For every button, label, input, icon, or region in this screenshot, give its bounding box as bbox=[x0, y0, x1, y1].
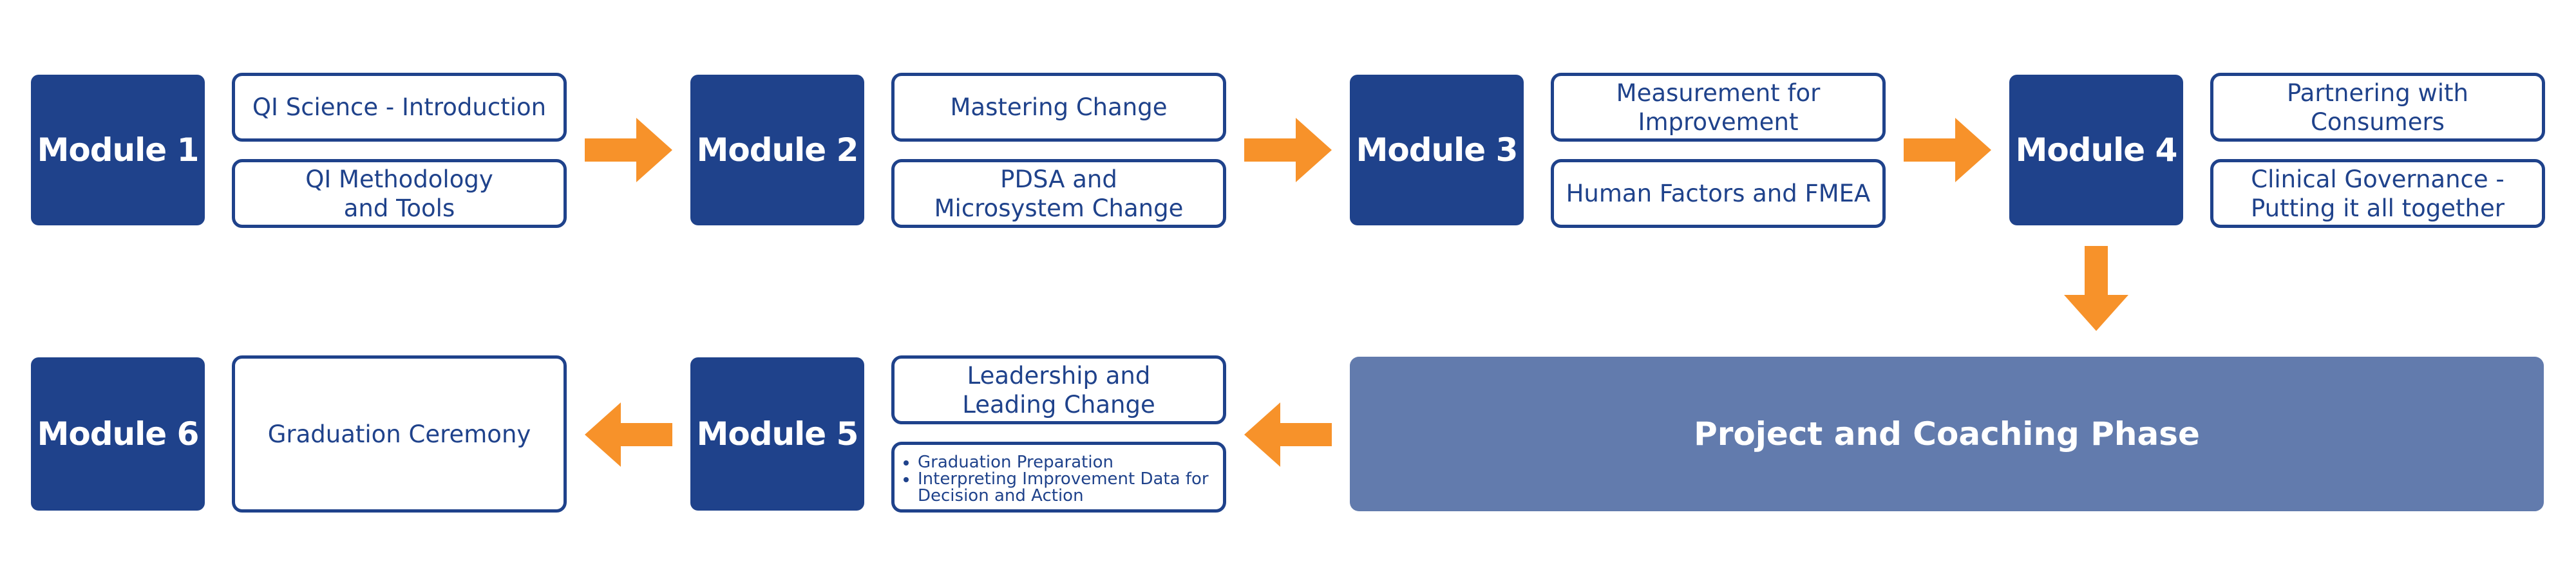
phase-label: Project and Coaching Phase bbox=[1694, 415, 2200, 453]
list-item: Interpreting Improvement Data for Decisi… bbox=[918, 471, 1211, 504]
module-5-topic-2: Graduation Preparation Interpreting Impr… bbox=[891, 442, 1226, 513]
arrow-left-icon bbox=[585, 402, 672, 467]
module-2-topic-2: PDSA and Microsystem Change bbox=[891, 159, 1226, 228]
module-3-topic-2: Human Factors and FMEA bbox=[1551, 159, 1886, 228]
module-5-label: Module 5 bbox=[696, 415, 859, 453]
arrow-left-icon bbox=[1244, 402, 1332, 467]
arrow-right-icon bbox=[585, 118, 672, 182]
module-2-topic-1: Mastering Change bbox=[891, 73, 1226, 142]
module-4-label: Module 4 bbox=[2015, 131, 2178, 169]
module-4-topic-1: Partnering with Consumers bbox=[2210, 73, 2545, 142]
module-3-label: Module 3 bbox=[1356, 131, 1519, 169]
module-1-label: Module 1 bbox=[37, 131, 200, 169]
module-6-topic-1: Graduation Ceremony bbox=[232, 355, 567, 513]
module-3-box: Module 3 bbox=[1350, 75, 1524, 225]
arrow-down-icon bbox=[2064, 246, 2128, 331]
arrow-right-icon bbox=[1904, 118, 1991, 182]
module-5-topic-1: Leadership and Leading Change bbox=[891, 355, 1226, 424]
module-4-topic-2: Clinical Governance - Putting it all tog… bbox=[2210, 159, 2545, 228]
module-1-topic-2: QI Methodology and Tools bbox=[232, 159, 567, 228]
module-2-label: Module 2 bbox=[696, 131, 859, 169]
module-6-label: Module 6 bbox=[37, 415, 200, 453]
module-4-box: Module 4 bbox=[2009, 75, 2183, 225]
module-2-box: Module 2 bbox=[690, 75, 864, 225]
project-coaching-phase: Project and Coaching Phase bbox=[1350, 357, 2544, 511]
list-item: Graduation Preparation bbox=[918, 454, 1211, 471]
module-3-topic-1: Measurement for Improvement bbox=[1551, 73, 1886, 142]
module-1-box: Module 1 bbox=[31, 75, 205, 225]
module-5-box: Module 5 bbox=[690, 357, 864, 511]
arrow-right-icon bbox=[1244, 118, 1332, 182]
module-1-topic-1: QI Science - Introduction bbox=[232, 73, 567, 142]
module-6-box: Module 6 bbox=[31, 357, 205, 511]
